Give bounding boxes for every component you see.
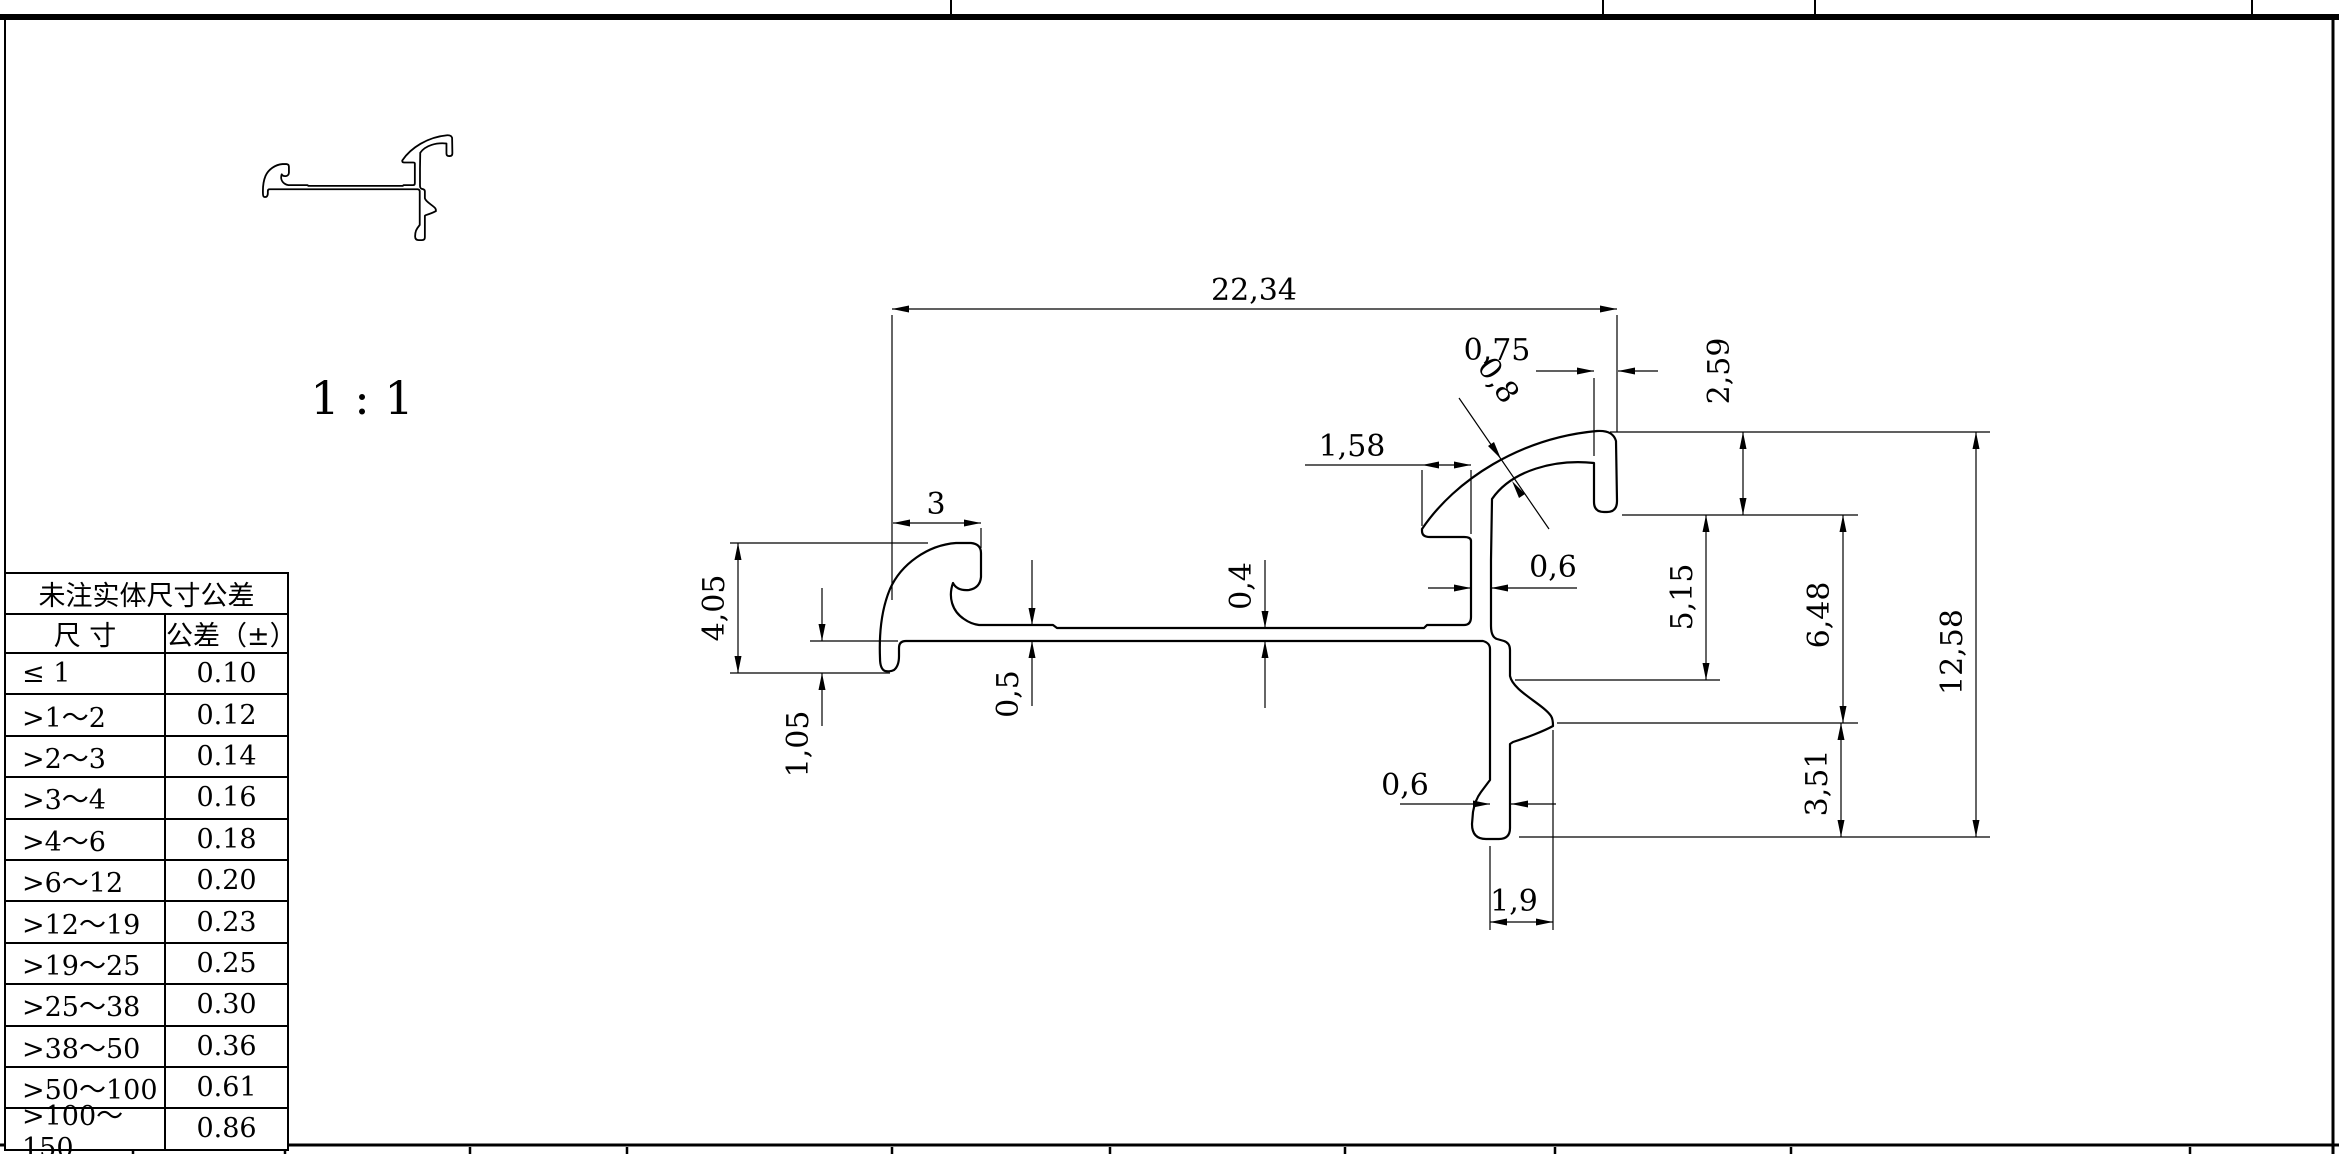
- dim-hook-height: 4,05: [697, 575, 732, 642]
- table-row: >50～100: [6, 1065, 164, 1107]
- table-row: 0.36: [164, 1024, 287, 1066]
- table-row: ≤ 1: [6, 652, 164, 693]
- table-row: 0.14: [164, 734, 287, 777]
- table-row: >6～12: [6, 858, 164, 900]
- dim-web-mid-thickness: 0,4: [1224, 562, 1259, 610]
- table-row: >100～150: [6, 1101, 164, 1154]
- dim-overall-width: 22,34: [1211, 273, 1297, 308]
- dim-hook-drop: 1,05: [781, 711, 816, 778]
- dim-web-thickness: 0,5: [991, 670, 1026, 718]
- dim-overall-height: 12,58: [1935, 609, 1970, 695]
- tolerance-table-title: 未注实体尺寸公差: [38, 581, 255, 612]
- table-row: 0.16: [164, 776, 287, 818]
- dimension-arrows: [734, 305, 1980, 926]
- tolerance-col-tolerance: 公差（±）: [164, 613, 297, 652]
- profile-outline: [878, 429, 1619, 841]
- scale-label: 1 : 1: [310, 371, 413, 425]
- profile-thumbnail: [262, 134, 453, 241]
- table-row: 0.12: [164, 693, 287, 735]
- frame-top-border: [0, 14, 2339, 20]
- tolerance-col-size: 尺 寸: [6, 613, 164, 652]
- dim-barb-to-bottom: 3,51: [1800, 750, 1835, 817]
- tolerance-table: 未注实体尺寸公差 尺 寸 公差（±） ≤ 1 0.10 >1～2 0.12 >2…: [4, 572, 297, 1154]
- dim-tip-to-barb-tip: 6,48: [1802, 582, 1837, 649]
- table-row: >25～38: [6, 983, 164, 1024]
- table-row: 0.30: [164, 983, 287, 1025]
- dim-stem-wall-upper: 0,6: [1529, 550, 1577, 585]
- titleblock-clipped-label: 粘接图: [938, 1147, 1198, 1154]
- table-row: 0.20: [164, 858, 287, 901]
- dim-claw-tip-width: 0,75: [1464, 333, 1531, 368]
- table-row: >38～50: [6, 1024, 164, 1066]
- table-row: >2～3: [6, 734, 164, 776]
- table-row: 0.86: [164, 1107, 287, 1149]
- table-row: >1～2: [6, 693, 164, 734]
- dim-tip-to-barb-root: 5,15: [1665, 564, 1700, 631]
- table-row: 0.23: [164, 900, 287, 942]
- table-row: >19～25: [6, 941, 164, 983]
- dim-stem-wall-lower: 0,6: [1381, 768, 1429, 803]
- dimension-labels: 22,34 0,75 1,58 3 0,6 0,6 1,9 0,8 2,59 5…: [697, 273, 1970, 919]
- table-row: 0.25: [164, 941, 287, 984]
- table-row: 0.10: [164, 652, 287, 694]
- dim-hook-tip-offset: 3: [926, 487, 945, 522]
- frame-top-dividers: [950, 0, 2253, 14]
- table-row: >4～6: [6, 817, 164, 859]
- table-row: 0.18: [164, 817, 287, 859]
- dim-claw-tip-height: 2,59: [1702, 338, 1737, 405]
- dim-ledge-width: 1,58: [1319, 429, 1386, 464]
- table-row: >3～4: [6, 776, 164, 817]
- extension-lines: [730, 315, 1990, 930]
- dim-barb-span: 1,9: [1490, 884, 1538, 919]
- table-row: 0.61: [164, 1065, 287, 1108]
- table-row: >12～19: [6, 900, 164, 941]
